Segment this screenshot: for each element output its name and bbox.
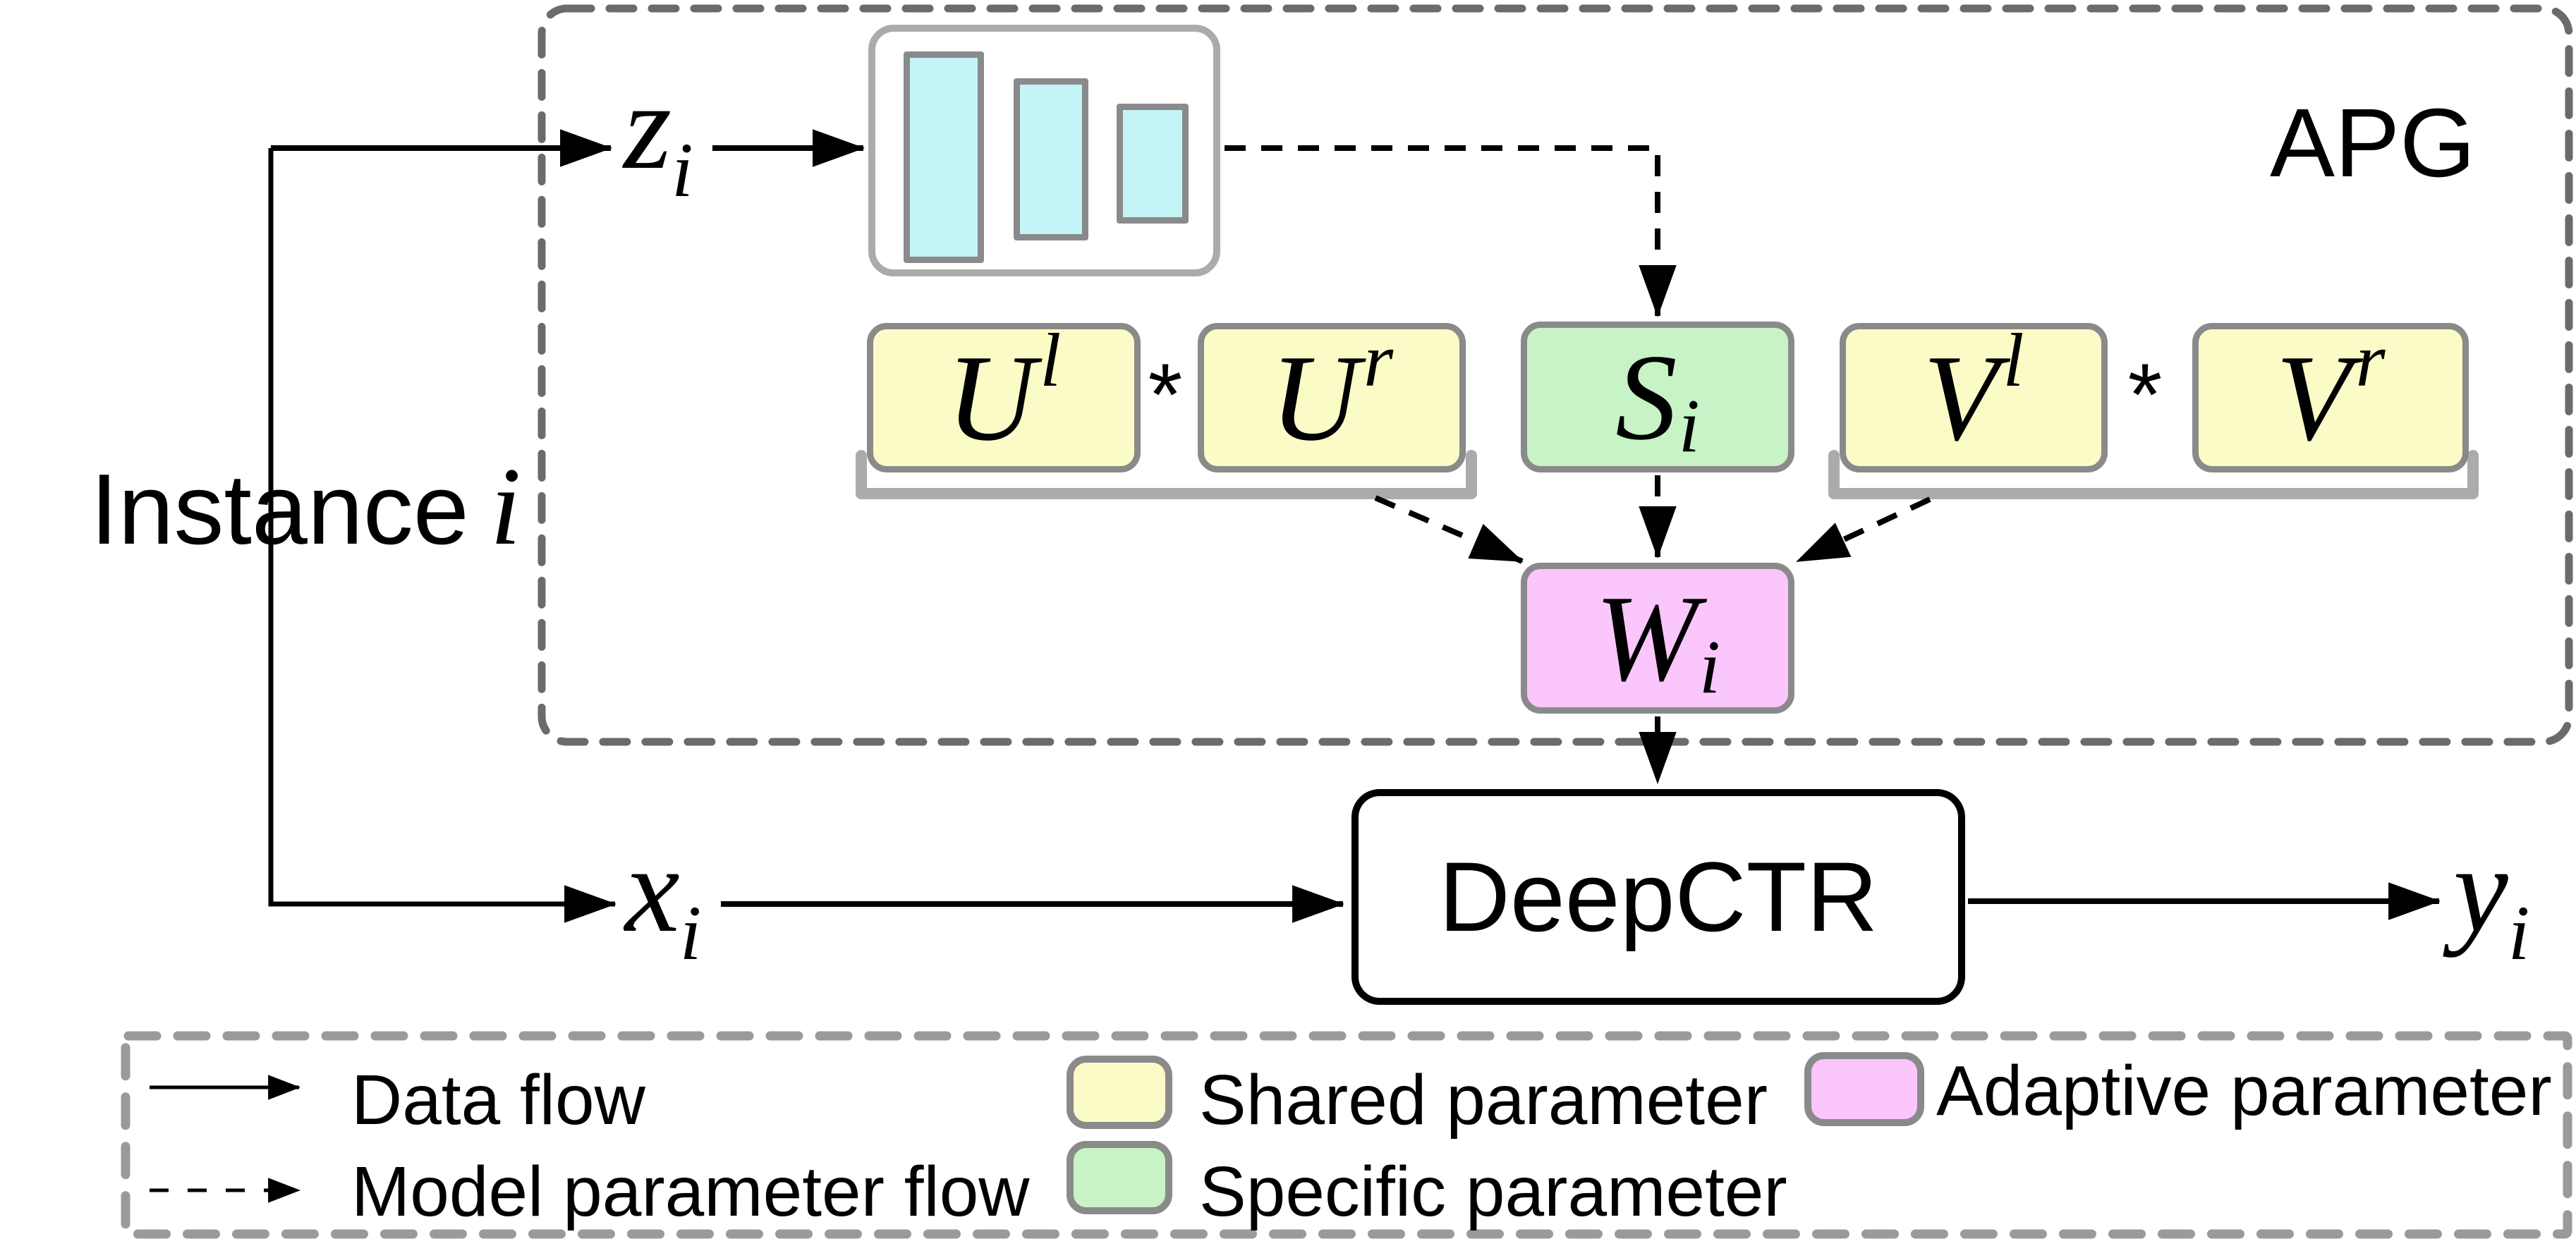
legend-swatch-adaptive-parameter [1804,1052,1924,1126]
legend-label-adaptive-parameter: Adaptive parameter [1936,1051,2552,1130]
legend-swatch-specific-parameter [1067,1141,1172,1214]
instance-label-text: Instance [90,453,469,566]
legend-label-data-flow: Data flow [351,1061,645,1140]
legend-label-specific-parameter: Specific parameter [1199,1152,1787,1231]
arrow-embedding-to-si [1225,145,1677,318]
apg-region-label: APG [2270,89,2476,197]
arrow-instance-to-x [268,148,617,923]
legend-swatch-shared-parameter [1067,1056,1172,1129]
multiply-symbol-u: * [1148,346,1183,444]
legend-label-shared-parameter: Shared parameter [1199,1061,1768,1140]
y-output-label: yi [2453,821,2530,976]
arrow-ugroup-to-wi [1374,495,1524,564]
embedding-mlp-icon [868,25,1220,276]
deepctr-model-box: DeepCTR [1351,789,1965,1005]
apg-frame [537,4,2573,746]
embedding-layer-bar-2 [1014,78,1088,240]
x-input-label: xi [625,821,702,976]
legend-label-model-parameter-flow: Model parameter flow [351,1152,1030,1231]
multiply-symbol-v: * [2127,346,2163,444]
instance-label: Instance i [90,451,521,567]
arrow-vgroup-to-wi [1796,496,1931,564]
embedding-layer-bar-3 [1117,104,1189,224]
deepctr-label: DeepCTR [1438,841,1878,952]
legend-frame [121,1031,2572,1239]
z-input-label: zi [624,58,693,213]
embedding-layer-bar-1 [904,51,984,263]
instance-index-var: i [490,445,521,568]
bracket-v-group [1828,450,2479,499]
bracket-u-group [856,450,1477,499]
